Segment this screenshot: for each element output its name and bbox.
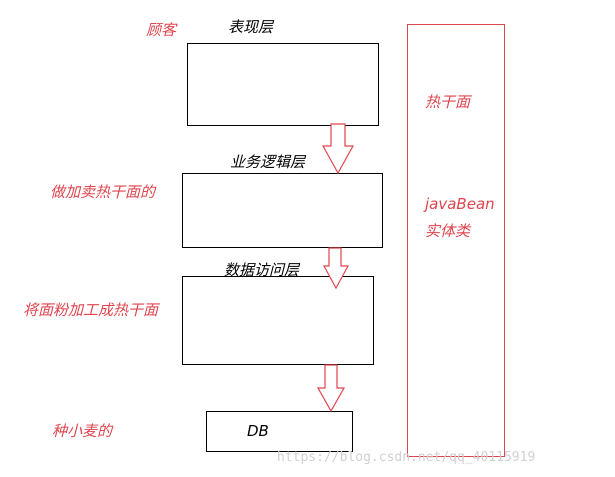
watermark-url: https://blog.csdn.net/qq_40115919 xyxy=(277,450,536,465)
arrow-presentation-to-business xyxy=(321,123,355,175)
grow-wheat-label: 种小麦的 xyxy=(52,422,113,440)
hot-noodles-label: 热干面 xyxy=(425,93,471,111)
presentation-layer-box xyxy=(187,43,379,126)
arrow-data-access-to-db xyxy=(316,364,346,413)
process-flour-label: 将面粉加工成热干面 xyxy=(23,301,159,319)
customer-label: 顾客 xyxy=(146,21,177,39)
db-box xyxy=(206,411,353,452)
business-layer-box xyxy=(182,173,383,248)
javabean-label: javaBean xyxy=(425,195,495,213)
presentation-layer-label: 表现层 xyxy=(228,18,274,36)
entity-side-box xyxy=(407,24,505,457)
entity-class-label: 实体类 xyxy=(425,222,471,240)
data-access-layer-label: 数据访问层 xyxy=(224,261,300,279)
data-access-layer-box xyxy=(182,276,374,365)
sell-noodles-label: 做加卖热干面的 xyxy=(50,183,156,201)
arrow-business-to-data-access xyxy=(322,247,350,290)
db-label: DB xyxy=(247,422,269,440)
business-layer-label: 业务逻辑层 xyxy=(230,153,306,171)
